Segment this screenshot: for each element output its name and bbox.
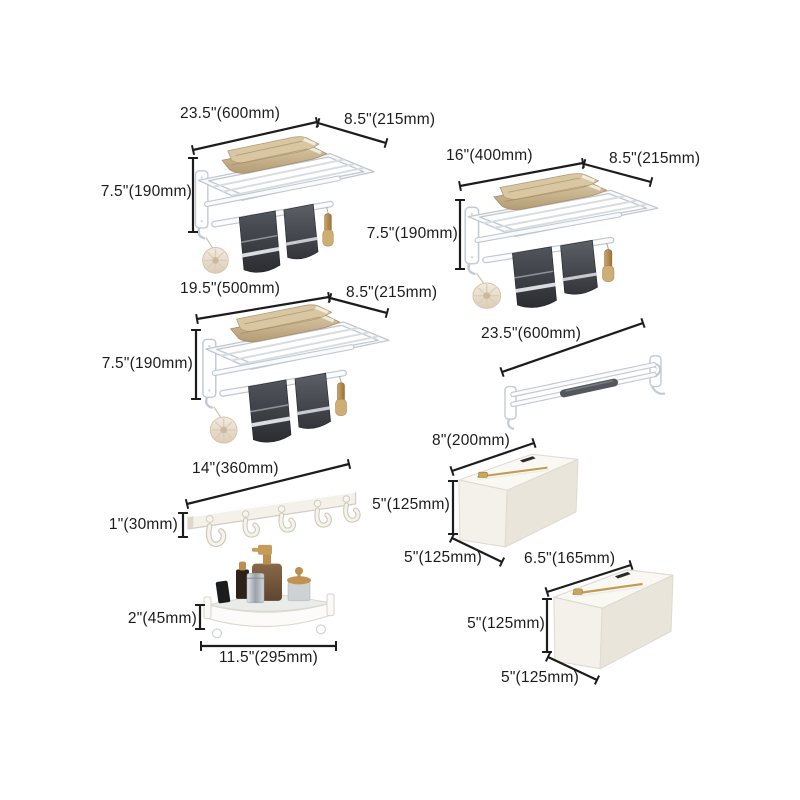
dim-label-corner-shelf-width: 11.5"(295mm) (219, 649, 318, 666)
dim-label-rack-medium-height: 7.5"(190mm) (366, 225, 458, 242)
dim-label-rack-large-length: 23.5"(600mm) (180, 105, 281, 122)
towel-rack-400mm-image (455, 163, 660, 323)
towel-rack-600mm-image (186, 126, 376, 288)
dim-label-corner-shelf-height: 2"(45mm) (127, 610, 197, 627)
dim-label-rack-large-depth: 8.5"(215mm) (344, 111, 436, 128)
dim-label-box-small-depth: 5"(125mm) (501, 669, 579, 686)
corner-shelf-image (203, 544, 335, 639)
dim-label-box-large-height: 5"(125mm) (372, 496, 450, 513)
dim-label-box-small-height: 5"(125mm) (467, 615, 545, 632)
dim-label-rack-large-height: 7.5"(190mm) (100, 183, 192, 200)
dim-label-rack-small-depth: 8.5"(215mm) (346, 284, 438, 301)
dim-label-box-large-length: 8"(200mm) (432, 432, 510, 449)
dim-label-towel-bar-length: 23.5"(600mm) (481, 325, 582, 342)
dim-label-rack-medium-length: 16"(400mm) (446, 147, 533, 164)
towel-rack-500mm-image (193, 294, 391, 458)
towel-bar-image (500, 345, 672, 430)
dim-label-rack-small-height: 7.5"(190mm) (101, 355, 193, 372)
dim-label-hook-rail-height: 1"(30mm) (108, 516, 178, 533)
tissue-box-small-image (552, 568, 675, 670)
dim-label-box-small-length: 6.5"(165mm) (524, 550, 616, 567)
dim-label-rack-medium-depth: 8.5"(215mm) (609, 150, 701, 167)
dim-label-rack-small-length: 19.5"(500mm) (180, 280, 281, 297)
tissue-box-large-image (457, 453, 580, 548)
dim-label-hook-rail-length: 14"(360mm) (192, 460, 279, 477)
dim-label-box-large-depth: 5"(125mm) (404, 549, 482, 566)
